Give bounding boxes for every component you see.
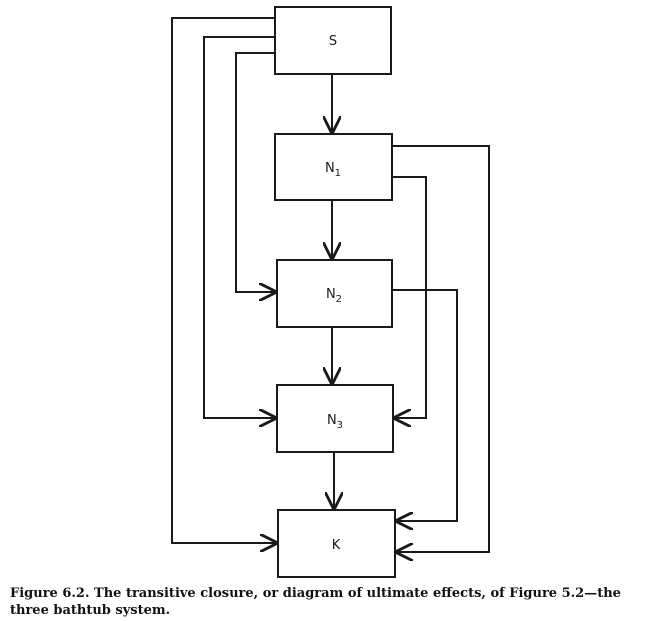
node-n1-subscript: 1 (335, 168, 341, 179)
edge-s-to-n2 (235, 52, 275, 292)
node-n2-label: N (326, 287, 336, 302)
transitive-closure-diagram: S N1 N2 N3 K (171, 6, 490, 578)
node-n3-subscript: 3 (337, 420, 343, 431)
node-n3: N3 (276, 384, 394, 453)
svg-text:N2: N2 (326, 287, 342, 305)
node-k-label: K (332, 538, 341, 553)
node-s-label: S (329, 34, 337, 49)
edge-n2-to-k (392, 289, 458, 521)
edge-n1-to-k (392, 145, 490, 552)
svg-text:N1: N1 (325, 161, 341, 179)
node-n3-label: N (327, 413, 337, 428)
svg-text:N3: N3 (327, 413, 343, 431)
edge-s-to-n3 (203, 36, 275, 418)
node-k: K (277, 509, 396, 578)
edge-s-to-k (171, 17, 276, 543)
svg-text:S: S (329, 34, 337, 49)
node-n2-subscript: 2 (336, 294, 342, 305)
svg-text:K: K (332, 538, 341, 553)
node-n2: N2 (276, 259, 393, 328)
node-n1: N1 (274, 133, 393, 201)
figure-caption: Figure 6.2. The transitive closure, or d… (10, 586, 621, 618)
node-n1-label: N (325, 161, 335, 176)
node-s: S (274, 6, 392, 75)
edge-n1-to-n3 (392, 176, 427, 418)
